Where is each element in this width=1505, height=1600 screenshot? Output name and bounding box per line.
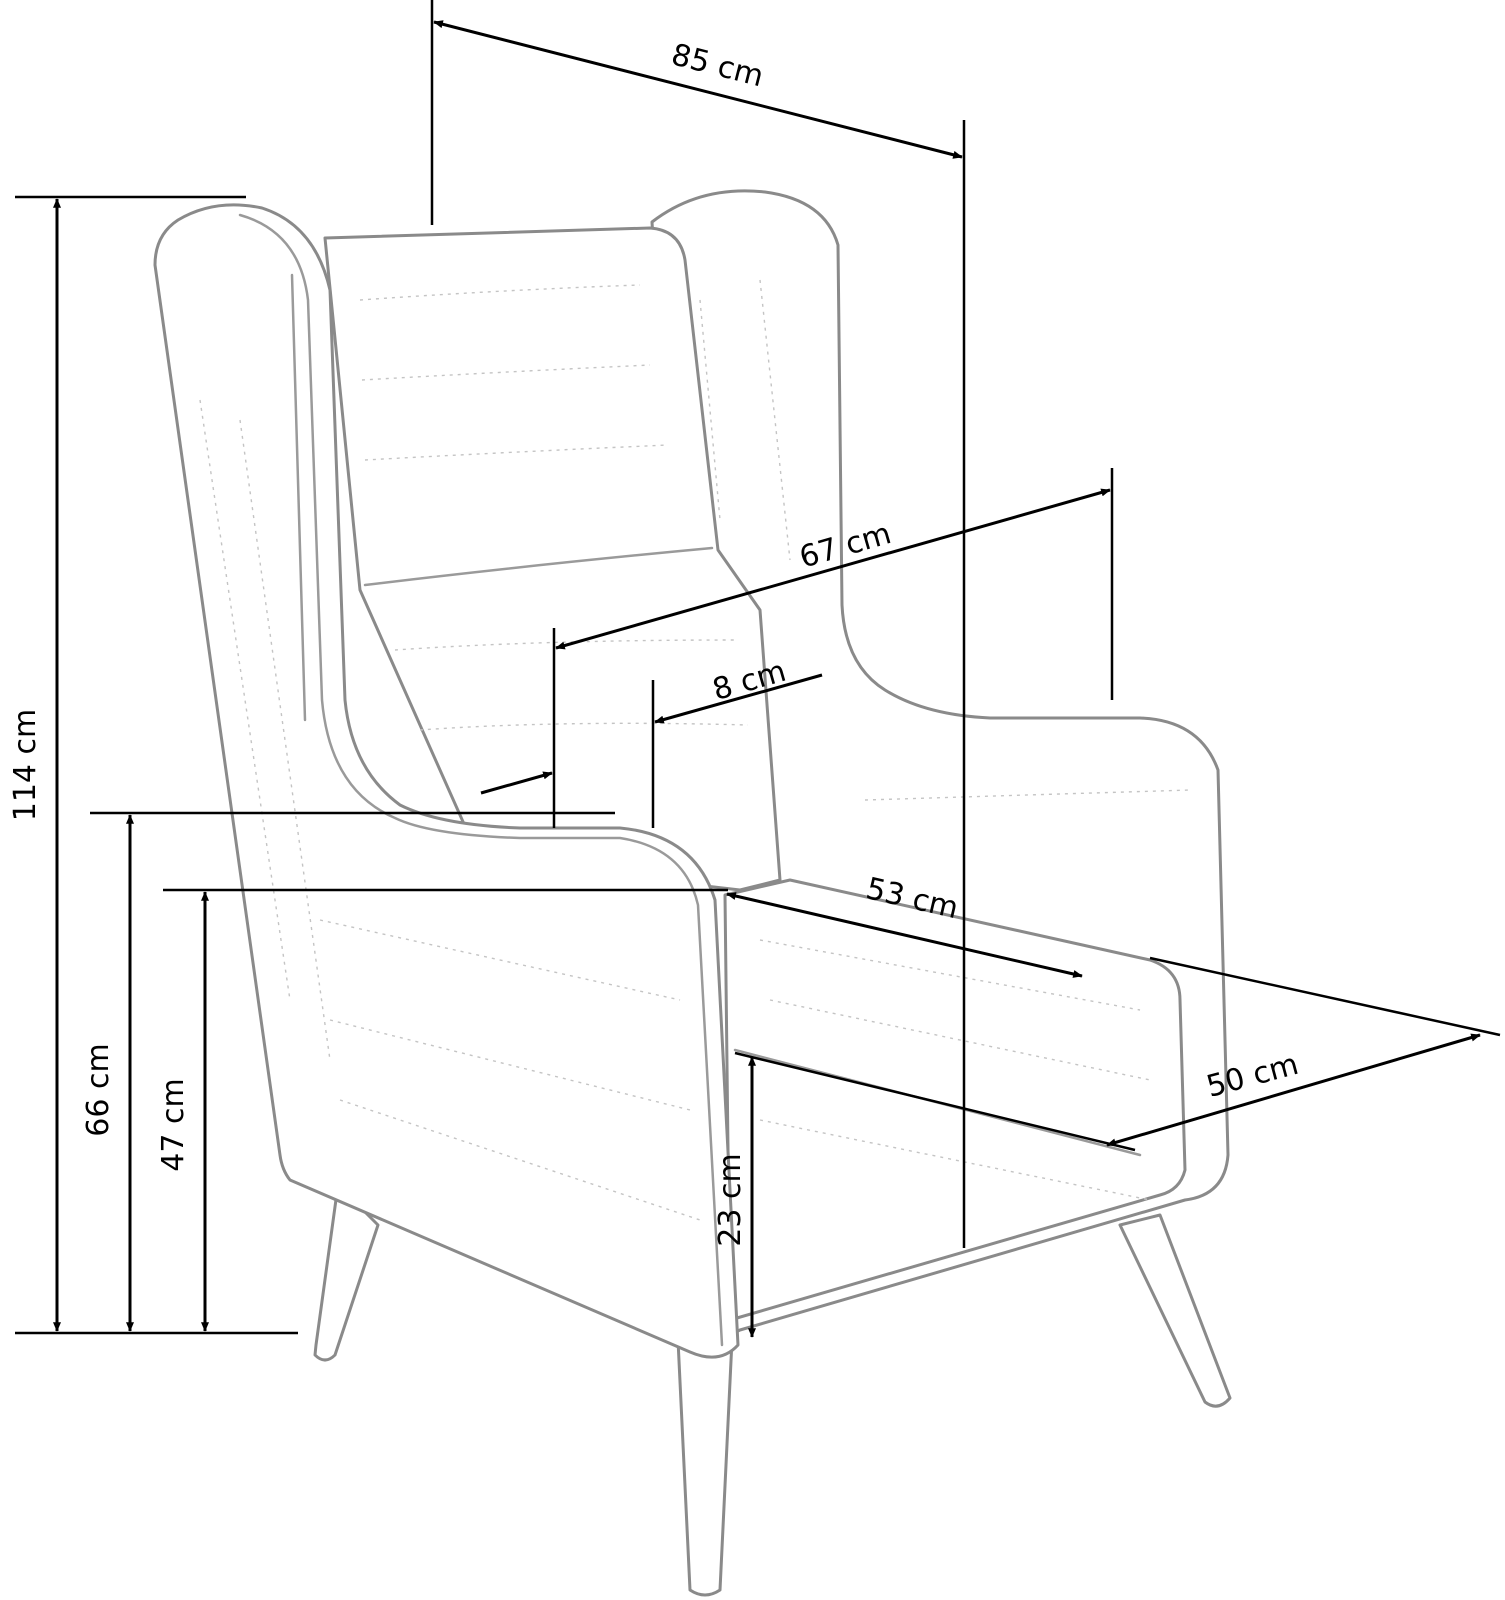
leg-right [1118,1213,1232,1408]
leg-front-left [313,1183,380,1362]
label-seat-height: 47 cm [156,1078,191,1171]
dim-leader-armrest-left [480,771,553,795]
left-wing-piping [238,213,724,1347]
label-leg-clearance: 23 cm [713,1153,748,1246]
dim-arrow-seat-depth [726,892,1083,978]
label-armrest-height: 66 cm [81,1043,116,1136]
ext-line-seat-front [734,1051,1136,1152]
ext-line-seat-back [1149,956,1501,1037]
dim-arrow-depth [433,20,963,159]
dim-arrow-width [555,488,1111,650]
armchair-illustration [153,189,1232,1597]
dim-arrow-seat-width [1106,1033,1481,1147]
left-wing-inner-edge [290,273,307,722]
leg-front-center [676,1338,734,1597]
dim-leader-armrest-right [654,673,823,724]
label-height: 114 cm [8,709,43,822]
left-wing-armrest [153,203,740,1359]
